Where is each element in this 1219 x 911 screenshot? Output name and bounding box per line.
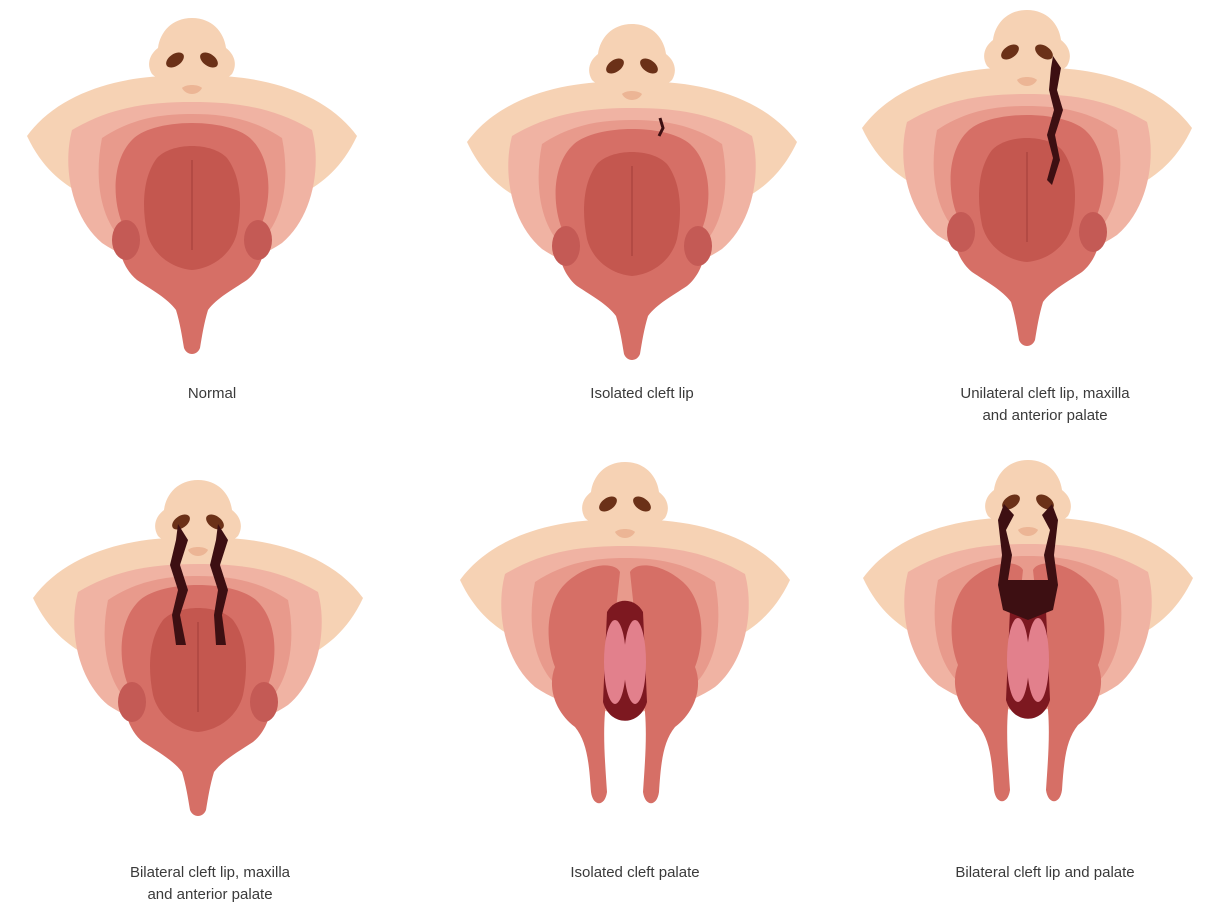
nose <box>985 460 1071 526</box>
caption-isolated-cleft-palate: Isolated cleft palate <box>485 862 785 884</box>
panel-normal <box>22 18 362 358</box>
right-tuberosity <box>250 682 278 722</box>
left-exposed-tissue <box>604 620 626 704</box>
right-tuberosity <box>1079 212 1107 252</box>
illustration-isolated-cleft-palate <box>455 462 795 822</box>
caption-unilateral: Unilateral cleft lip, maxilla and anteri… <box>895 383 1195 427</box>
left-exposed-tissue <box>1007 618 1029 702</box>
nose <box>155 480 241 546</box>
nose <box>582 462 668 528</box>
caption-line: Isolated cleft lip <box>492 383 792 405</box>
caption-line: Normal <box>62 383 362 405</box>
caption-line: Bilateral cleft lip and palate <box>895 862 1195 884</box>
caption-line: Isolated cleft palate <box>485 862 785 884</box>
caption-line: and anterior palate <box>895 405 1195 427</box>
nose <box>589 24 675 90</box>
illustration-bilateral-complete <box>858 460 1198 820</box>
illustration-isolated-cleft-lip <box>462 24 802 364</box>
illustration-normal <box>22 18 362 358</box>
panel-bilateral-complete <box>858 460 1198 820</box>
right-tuberosity <box>684 226 712 266</box>
caption-bilateral-complete: Bilateral cleft lip and palate <box>895 862 1195 884</box>
right-exposed-tissue <box>1027 618 1049 702</box>
right-exposed-tissue <box>624 620 646 704</box>
right-tuberosity <box>244 220 272 260</box>
panel-unilateral <box>857 10 1197 350</box>
caption-normal: Normal <box>62 383 362 405</box>
left-tuberosity <box>112 220 140 260</box>
panel-isolated-cleft-lip <box>462 24 802 364</box>
left-tuberosity <box>118 682 146 722</box>
caption-line: Unilateral cleft lip, maxilla <box>895 383 1195 405</box>
caption-bilateral-anterior: Bilateral cleft lip, maxilla and anterio… <box>60 862 360 906</box>
panel-isolated-cleft-palate <box>455 462 795 822</box>
caption-line: Bilateral cleft lip, maxilla <box>60 862 360 884</box>
caption-isolated-cleft-lip: Isolated cleft lip <box>492 383 792 405</box>
left-tuberosity <box>552 226 580 266</box>
panel-bilateral-anterior <box>28 480 368 820</box>
caption-line: and anterior palate <box>60 884 360 906</box>
illustration-bilateral-anterior <box>28 480 368 820</box>
left-tuberosity <box>947 212 975 252</box>
illustration-unilateral <box>857 10 1197 350</box>
nose <box>149 18 235 84</box>
